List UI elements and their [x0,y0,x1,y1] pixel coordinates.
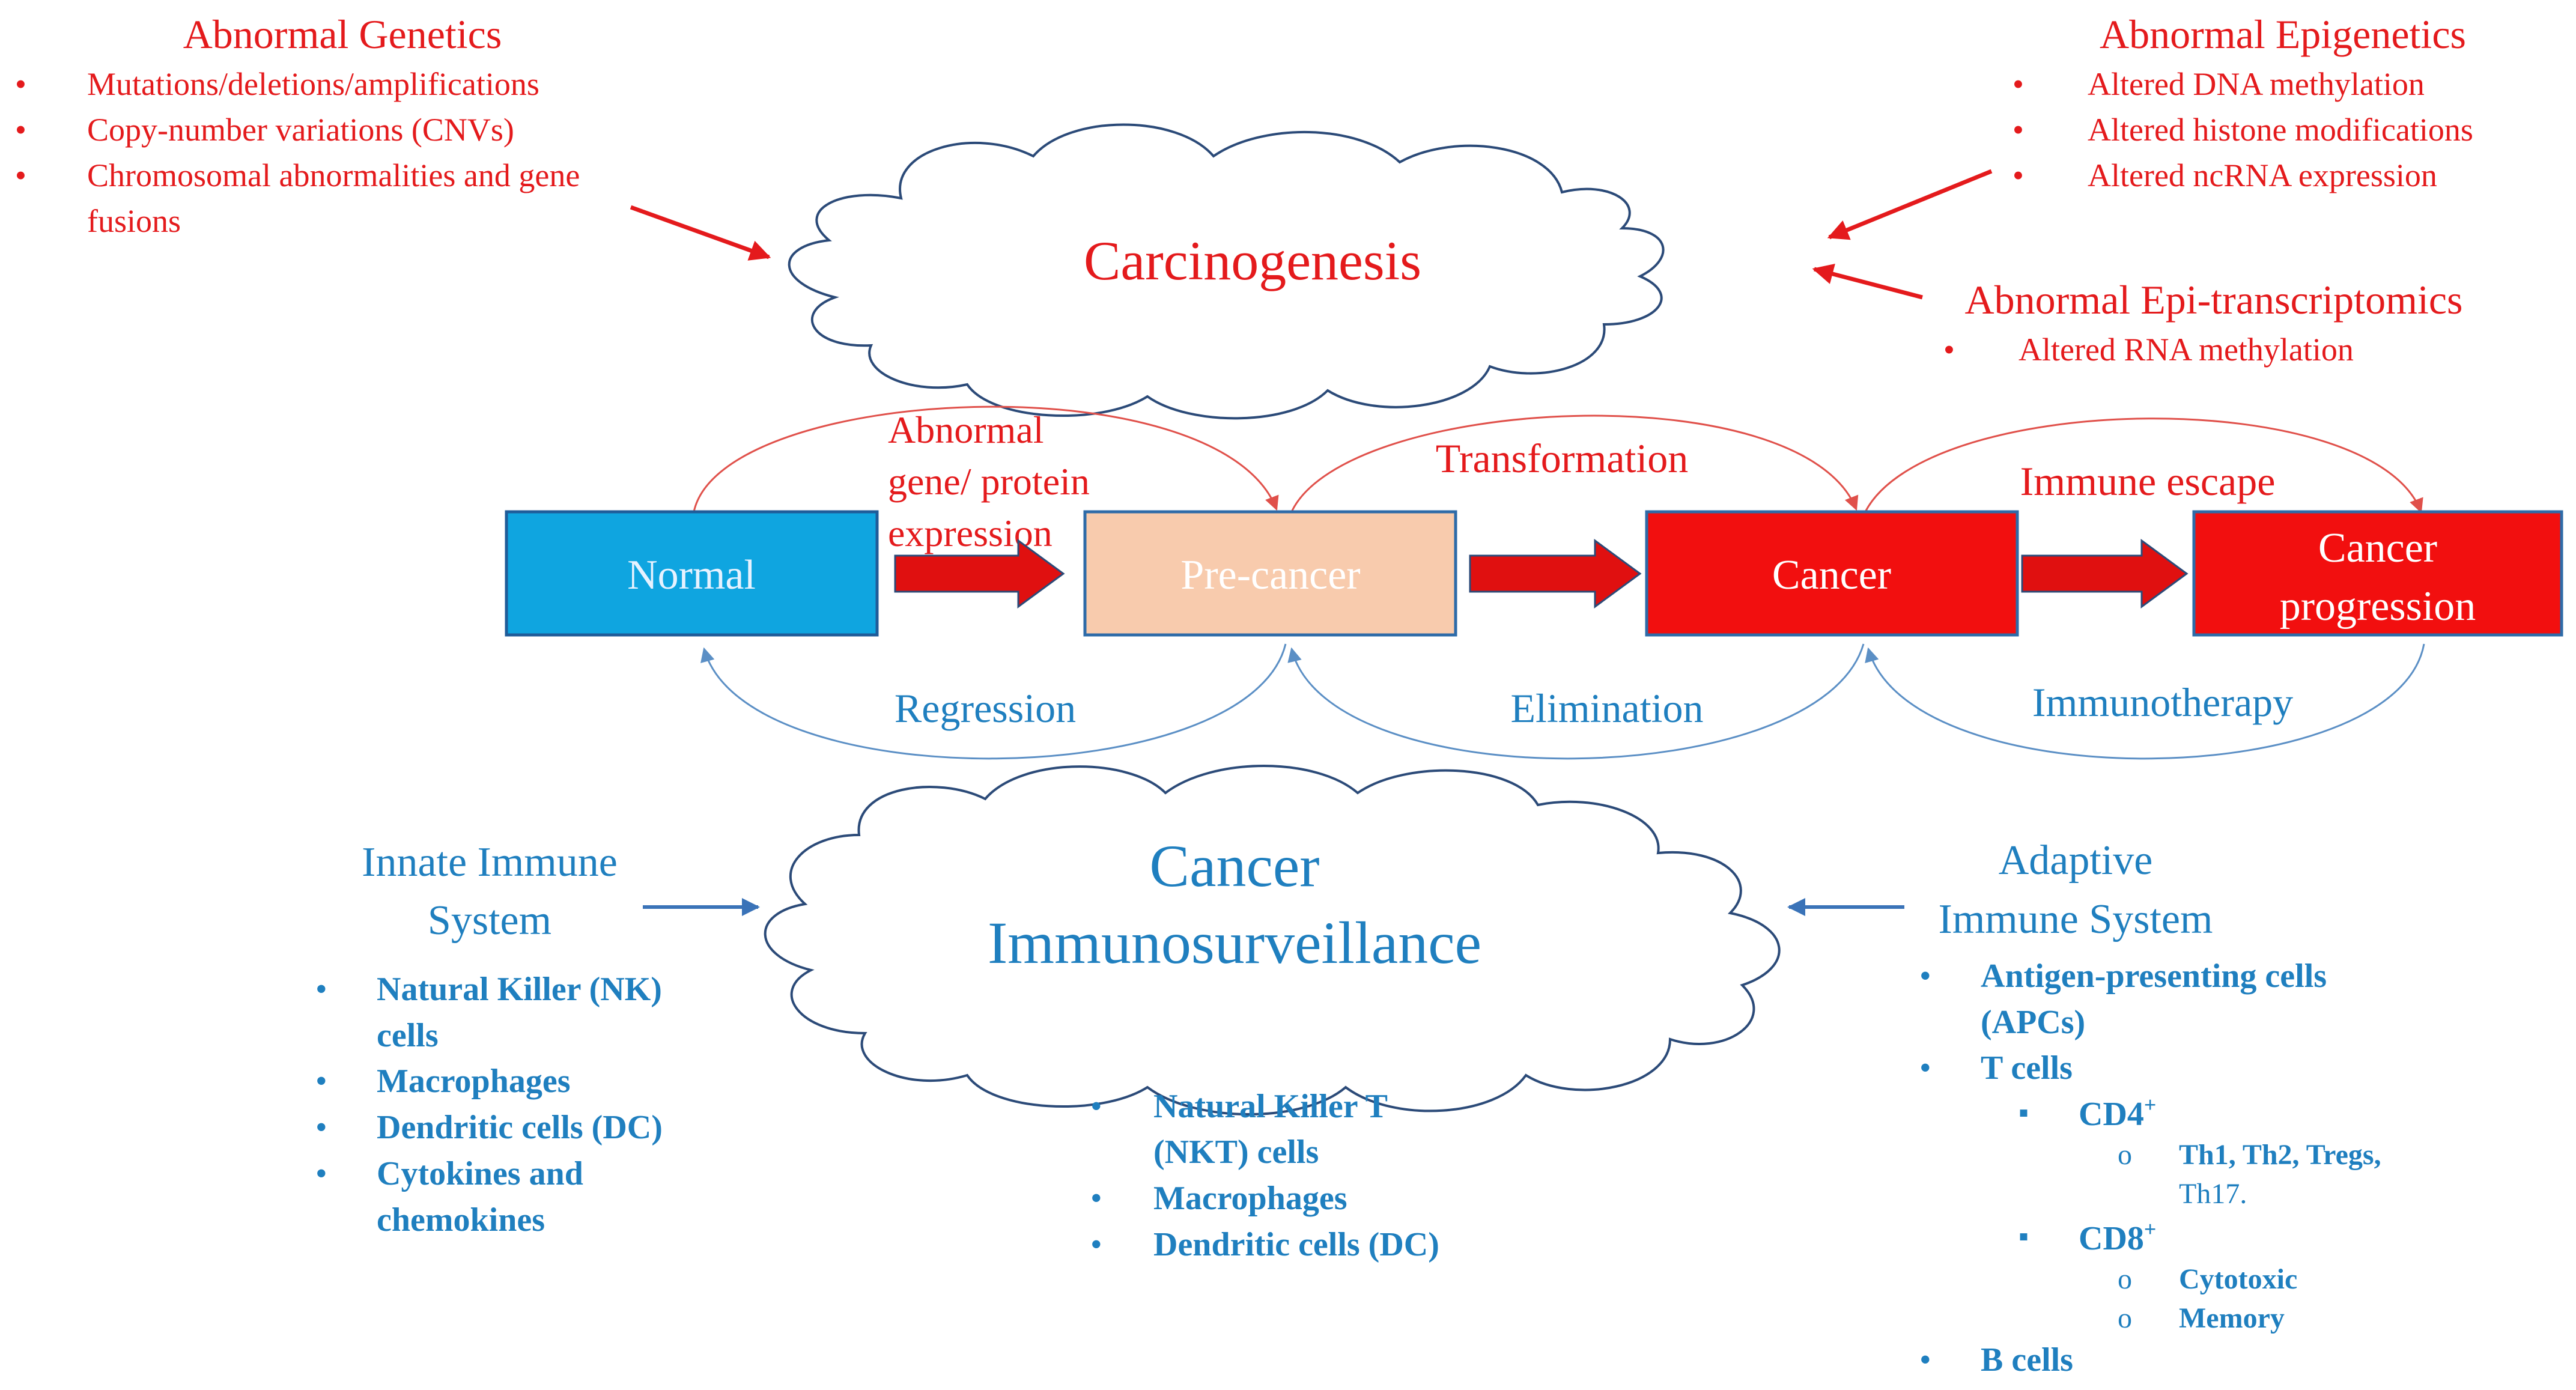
innate-item-1-cont: cells [377,1017,439,1054]
abnormal-expression-label-1: Abnormal [888,408,1044,451]
adaptive-cd4: CD4+ [2079,1093,2156,1133]
carcinogenesis-label: Carcinogenesis [1084,230,1421,291]
square-bullet: ▪ [2019,1097,2029,1129]
adaptive-apc-1: Antigen-presenting cells [1981,958,2327,995]
genetics-arrow [630,205,771,261]
cycle-arrow-elimination [1287,643,1865,760]
bullet: • [15,66,26,102]
adaptive-tcells: T cells [1981,1049,2073,1087]
transformation-label: Transformation [1436,436,1689,481]
bullet: • [1090,1088,1102,1125]
bullet: • [1919,1049,1931,1087]
stage-precancer-label: Pre-cancer [1180,552,1360,598]
innate-item-3: Dendritic cells (DC) [377,1109,663,1146]
adaptive-cd4-subsets-2: Th17. [2179,1178,2247,1210]
adaptive-title-1: Adaptive [1999,837,2153,884]
epigenetics-item-2: Altered histone modifications [2088,112,2473,148]
immunosurveillance-label-2: Immunosurveillance [988,909,1481,976]
stage-cancer: Cancer [1645,510,2019,637]
adaptive-immune-block: Adaptive Immune System • Antigen-present… [1919,837,2381,1379]
innate-item-2: Macrophages [377,1063,571,1100]
adaptive-cytotoxic: Cytotoxic [2179,1263,2297,1295]
epi-transcriptomics-arrow [1812,264,1923,300]
circle-bullet: o [2118,1139,2132,1171]
abnormal-epigenetics-block: Abnormal Epigenetics • Altered DNA methy… [2012,11,2473,193]
epigenetics-arrow [1827,169,1993,240]
epi-transcriptomics-title: Abnormal Epi-transcriptomics [1964,277,2462,323]
stage-normal: Normal [505,510,879,637]
epigenetics-item-1: Altered DNA methylation [2088,66,2425,102]
stage-precancer: Pre-cancer [1083,510,1457,637]
adaptive-title-2: Immune System [1939,896,2213,942]
elimination-label: Elimination [1510,685,1703,731]
stage-progression: Cancer progression [2192,510,2563,637]
innate-item-4: Cytokines and [377,1155,583,1192]
stage-cancer-label: Cancer [1772,552,1891,598]
cycle-arrow-regression [700,643,1287,760]
adaptive-cd4-subsets-1: Th1, Th2, Tregs, [2179,1139,2381,1171]
abnormal-genetics-block: Abnormal Genetics • Mutations/deletions/… [15,11,580,239]
bullet: • [1919,958,1931,995]
stage-normal-label: Normal [627,552,756,598]
bullet: • [2012,157,2024,193]
innate-title-2: System [428,897,551,944]
immune-escape-label: Immune escape [2020,458,2276,504]
regression-label: Regression [895,685,1076,731]
abnormal-epigenetics-title: Abnormal Epigenetics [2100,11,2466,57]
bullet: • [1943,332,1955,368]
bullet: • [1090,1226,1102,1263]
bullet: • [2012,112,2024,148]
square-bullet: ▪ [2019,1221,2029,1252]
innate-title-1: Innate Immune [362,839,618,885]
immunosurveillance-cloud [764,765,1781,1115]
carcinogenesis-cloud [788,123,1665,420]
center-item-1: Natural Killer T [1153,1088,1388,1125]
adaptive-cd8: CD8+ [2079,1217,2156,1257]
genetics-item-3: Chromosomal abnormalities and gene [87,157,580,193]
block-arrow-3 [2021,539,2189,609]
cycle-arrow-immunotherapy [1865,643,2425,760]
block-arrow-1 [894,539,1065,609]
cycle-arrow-normal-to-precancer [693,405,1279,512]
genetics-item-2: Copy-number variations (CNVs) [87,112,514,148]
bullet: • [1090,1180,1102,1217]
immunosurveillance-label-1: Cancer [1149,833,1319,899]
circle-bullet: o [2118,1302,2132,1334]
center-item-3: Dendritic cells (DC) [1153,1226,1439,1263]
abnormal-genetics-title: Abnormal Genetics [183,11,502,57]
adaptive-memory: Memory [2179,1302,2285,1334]
adaptive-bcells: B cells [1981,1341,2073,1379]
cycle-arrow-precancer-to-cancer [1290,414,1859,512]
genetics-item-1: Mutations/deletions/amplifications [87,66,539,102]
bullet: • [315,971,327,1008]
bullet: • [315,1063,327,1100]
genetics-item-3-cont: fusions [87,203,181,239]
cycle-arrow-cancer-to-progression [1864,417,2423,514]
bullet: • [15,157,26,193]
epigenetics-item-3: Altered ncRNA expression [2088,157,2437,193]
stage-progression-label-1: Cancer [2318,525,2437,571]
adaptive-apc-2: (APCs) [1981,1004,2085,1041]
bullet: • [315,1109,327,1146]
center-immune-list: • Natural Killer T (NKT) cells • Macroph… [1090,1088,1439,1263]
bullet: • [2012,66,2024,102]
innate-item-1: Natural Killer (NK) [377,971,662,1008]
bullet: • [1919,1341,1931,1379]
epi-transcriptomics-item-1: Altered RNA methylation [2019,332,2354,368]
center-item-2: Macrophages [1153,1180,1347,1217]
epi-transcriptomics-block: Abnormal Epi-transcriptomics • Altered R… [1943,277,2463,368]
innate-immune-block: Innate Immune System • Natural Killer (N… [315,839,663,1239]
stage-progression-label-2: progression [2280,583,2476,630]
center-item-1-cont: (NKT) cells [1153,1134,1319,1171]
innate-item-4-cont: chemokines [377,1201,545,1239]
circle-bullet: o [2118,1263,2132,1295]
bullet: • [315,1155,327,1192]
bullet: • [15,112,26,148]
immunotherapy-label: Immunotherapy [2032,679,2293,725]
abnormal-expression-label-2: gene/ protein [888,460,1090,503]
block-arrow-2 [1469,539,1642,609]
